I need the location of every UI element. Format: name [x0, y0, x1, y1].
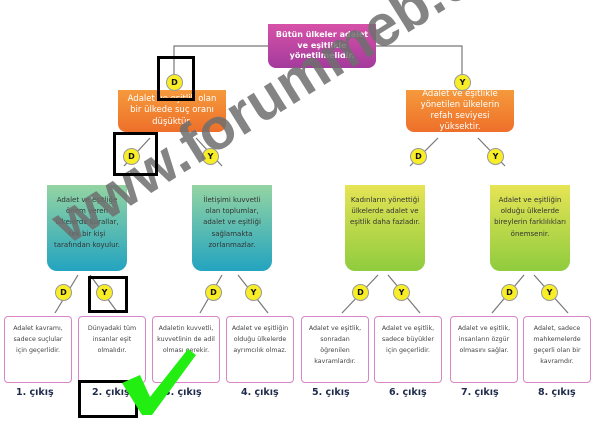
- exit-label-4: 4. çıkış: [241, 387, 279, 398]
- level2-statement-2: İletişimi kuvvetli olan toplumlar, adale…: [192, 185, 272, 271]
- exit-label-1: 1. çıkış: [16, 387, 54, 398]
- answer-highlight-box: [157, 56, 195, 101]
- exit-label-7: 7. çıkış: [461, 387, 499, 398]
- true-marker: D: [55, 284, 72, 301]
- exit-label-3: 3. çıkış: [164, 387, 202, 398]
- false-marker: Y: [487, 148, 504, 165]
- false-marker: Y: [245, 284, 262, 301]
- leaf-statement-7: Adalet ve eşitlik, insanların özgür olma…: [450, 316, 518, 383]
- leaf-statement-5: Adalet ve eşitlik, sonradan öğrenilen ka…: [301, 316, 369, 383]
- false-marker: Y: [96, 284, 113, 301]
- false-marker: Y: [454, 74, 471, 91]
- true-marker: D: [205, 284, 222, 301]
- exit-label-5: 5. çıkış: [312, 387, 350, 398]
- exit-label-8: 8. çıkış: [538, 387, 576, 398]
- leaf-statement-3: Adaletin kuvvetli, kuvvetlinin de adil o…: [152, 316, 220, 383]
- false-marker: Y: [202, 148, 219, 165]
- checkmark-icon: [122, 349, 196, 415]
- level2-statement-3: Kadınların yönettiği ülkelerde adalet ve…: [345, 185, 425, 271]
- root-statement: Bütün ülkeler adalet ve eşitlikle yöneti…: [268, 24, 376, 68]
- answer-highlight-box: [88, 276, 128, 313]
- level2-statement-4: Adalet ve eşitliğin olduğu ülkelerde bir…: [490, 185, 570, 271]
- false-marker: Y: [541, 284, 558, 301]
- exit-label-6: 6. çıkış: [389, 387, 427, 398]
- leaf-statement-6: Adalet ve eşitlik, sadece büyükler için …: [374, 316, 442, 383]
- true-marker: D: [123, 148, 140, 165]
- true-marker: D: [410, 148, 427, 165]
- false-marker: Y: [393, 284, 410, 301]
- leaf-statement-2: Dünyadaki tüm insanlar eşit olmalıdır.: [78, 316, 146, 383]
- exit-label-2: 2. çıkış: [92, 387, 130, 398]
- level2-statement-1: Adalet ve eşitliğe önem veren ülkelerde …: [47, 185, 127, 271]
- leaf-statement-1: Adalet kavramı, sadece suçlular için geç…: [4, 316, 72, 383]
- true-marker: D: [166, 74, 183, 91]
- leaf-statement-4: Adalet ve eşitliğin olduğu ülkelerde ayr…: [226, 316, 294, 383]
- level1-right-statement: Adalet ve eşitlikle yönetilen ülkelerin …: [406, 89, 514, 132]
- true-marker: D: [352, 284, 369, 301]
- leaf-statement-8: Adalet, sadece mahkemelerde geçerli olan…: [523, 316, 591, 383]
- true-marker: D: [501, 284, 518, 301]
- answer-highlight-box: [113, 132, 158, 176]
